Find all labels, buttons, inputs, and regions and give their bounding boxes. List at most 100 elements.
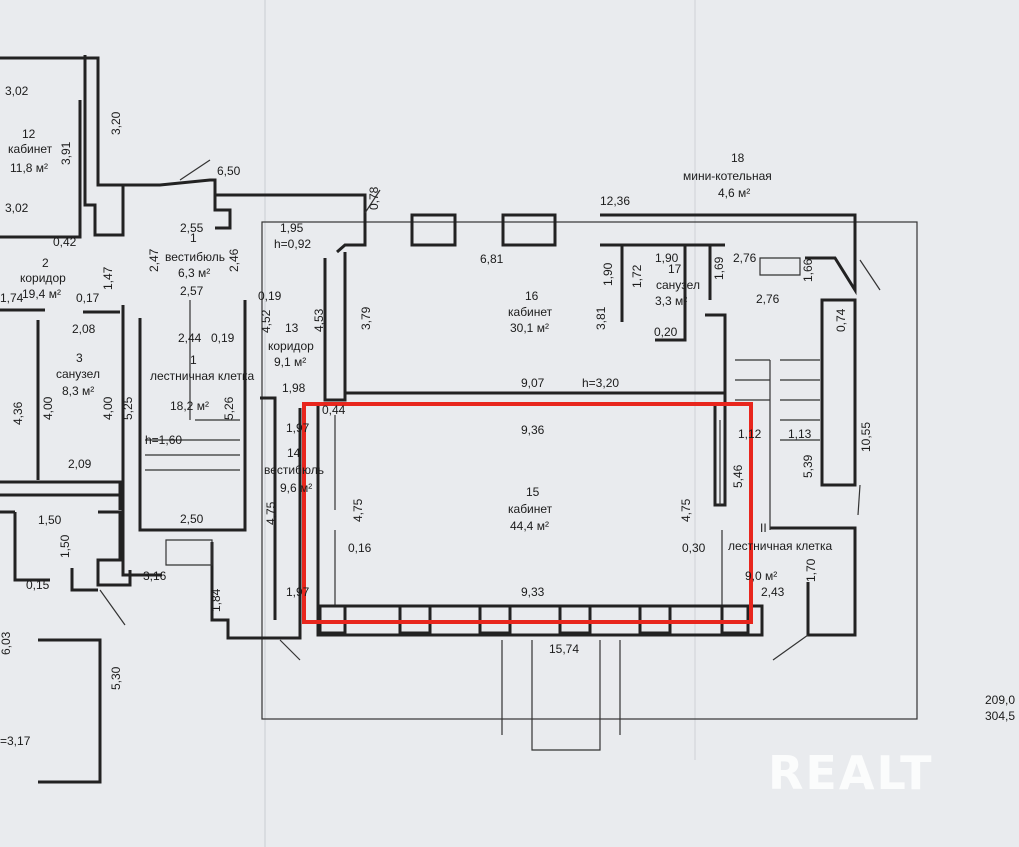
room-name: лестничная клетка bbox=[150, 369, 255, 383]
room-area: 9,1 м² bbox=[274, 355, 306, 369]
dimension: 1,70 bbox=[804, 558, 818, 582]
dimension: 4,53 bbox=[312, 308, 326, 332]
wall bbox=[600, 213, 857, 296]
room-number: 13 bbox=[285, 321, 299, 335]
dimension: 0,15 bbox=[26, 578, 50, 592]
room-name: вестибюль bbox=[264, 463, 324, 477]
room-area: 9,0 м² bbox=[745, 569, 777, 583]
total-area: 209,0 bbox=[985, 693, 1015, 707]
dimension: 1,95 bbox=[280, 221, 304, 235]
dimension: 1,72 bbox=[630, 264, 644, 288]
dimension: 4,75 bbox=[679, 498, 693, 522]
facade-wall bbox=[316, 604, 764, 637]
dimension: 0,42 bbox=[53, 235, 77, 249]
dimension: 12,36 bbox=[600, 194, 630, 208]
wall bbox=[770, 526, 857, 637]
dimension: 2,46 bbox=[227, 248, 241, 272]
dimension: 0,20 bbox=[654, 325, 678, 339]
room-area: 19,4 м² bbox=[22, 287, 61, 301]
dimension: 1,12 bbox=[738, 427, 762, 441]
dimension: 2,47 bbox=[147, 248, 161, 272]
room-number: 17 bbox=[668, 262, 682, 276]
wall-inner bbox=[334, 415, 723, 605]
room-area: 9,6 м² bbox=[280, 481, 312, 495]
dimension: 4,75 bbox=[264, 501, 278, 525]
dimension: 5,46 bbox=[731, 464, 745, 488]
dimension: 4,75 bbox=[351, 498, 365, 522]
wall bbox=[0, 55, 125, 237]
room-area: 4,6 м² bbox=[718, 186, 750, 200]
dimension: 4,36 bbox=[11, 401, 25, 425]
dimension: h=3,20 bbox=[582, 376, 619, 390]
dimension: 1,69 bbox=[712, 256, 726, 280]
dimension: 4,00 bbox=[41, 396, 55, 420]
wall bbox=[705, 313, 727, 507]
dimension: 1,66 bbox=[801, 258, 815, 282]
entrance-steps bbox=[501, 640, 621, 751]
leader bbox=[99, 159, 881, 661]
room-area: 18,2 м² bbox=[170, 399, 209, 413]
room-number: 3 bbox=[76, 351, 83, 365]
dimension: 1,90 bbox=[601, 262, 615, 286]
wall bbox=[600, 243, 725, 342]
dimension: 5,39 bbox=[801, 454, 815, 478]
room-area: 11,8 м² bbox=[10, 161, 48, 175]
dimension: 2,76 bbox=[756, 292, 780, 306]
wall bbox=[0, 510, 132, 592]
room-area: 8,3 м² bbox=[62, 384, 94, 398]
room-name: кабинет bbox=[8, 142, 53, 156]
dimension: 2,57 bbox=[180, 284, 204, 298]
dimension: 4,00 bbox=[101, 396, 115, 420]
dimension: 0,30 bbox=[682, 541, 706, 555]
dimension: 9,36 bbox=[521, 423, 545, 437]
room-number: 1 bbox=[190, 353, 197, 367]
dimension: 0,78 bbox=[367, 186, 381, 210]
steps bbox=[165, 539, 213, 566]
boiler bbox=[759, 257, 801, 276]
wall bbox=[0, 100, 82, 239]
dimension: 4,52 bbox=[259, 309, 273, 333]
room-number: 15 bbox=[526, 485, 540, 499]
dimension: 2,55 bbox=[180, 221, 204, 235]
dimension: 3,16 bbox=[143, 569, 167, 583]
room-area: 6,3 м² bbox=[178, 266, 210, 280]
dimension: 0,44 bbox=[322, 403, 346, 417]
wall bbox=[215, 193, 367, 254]
room-number: 14 bbox=[287, 446, 301, 460]
total-area: 304,5 bbox=[985, 709, 1015, 723]
dimension: 10,55 bbox=[859, 422, 873, 452]
room-name: кабинет bbox=[508, 502, 553, 516]
dimension: 0,17 bbox=[76, 291, 100, 305]
room-number: 18 bbox=[731, 151, 745, 165]
room-number: 1 bbox=[190, 231, 197, 245]
dimension: 1,50 bbox=[58, 534, 72, 558]
room-name: коридор bbox=[20, 271, 66, 285]
wall bbox=[820, 298, 857, 487]
highlight-frame bbox=[302, 402, 753, 624]
dimension: 6,50 bbox=[217, 164, 241, 178]
dimension: 3,81 bbox=[594, 306, 608, 330]
dimension: 9,07 bbox=[521, 376, 545, 390]
dimension: =3,17 bbox=[0, 734, 31, 748]
dimension: 5,26 bbox=[222, 396, 236, 420]
dimension: 3,91 bbox=[59, 141, 73, 165]
dimension: 3,20 bbox=[109, 111, 123, 135]
dimension: 0,19 bbox=[211, 331, 235, 345]
stairs bbox=[735, 359, 820, 530]
dimension: 1,84 bbox=[209, 588, 223, 612]
dimension: 0,16 bbox=[348, 541, 372, 555]
room-number: 16 bbox=[525, 289, 539, 303]
dimension: 2,50 bbox=[180, 512, 204, 526]
dimension: 15,74 bbox=[549, 642, 579, 656]
dimension: 2,09 bbox=[68, 457, 92, 471]
room-area: 30,1 м² bbox=[510, 321, 549, 335]
room-name: санузел bbox=[656, 278, 700, 292]
dimension: 1,50 bbox=[38, 513, 62, 527]
room-name: вестибюль bbox=[165, 250, 225, 264]
room-number: II bbox=[760, 521, 767, 535]
dimension: 1,97 bbox=[286, 585, 310, 599]
dimension: h=1,60 bbox=[145, 433, 182, 447]
dimension: 6,81 bbox=[480, 252, 504, 266]
